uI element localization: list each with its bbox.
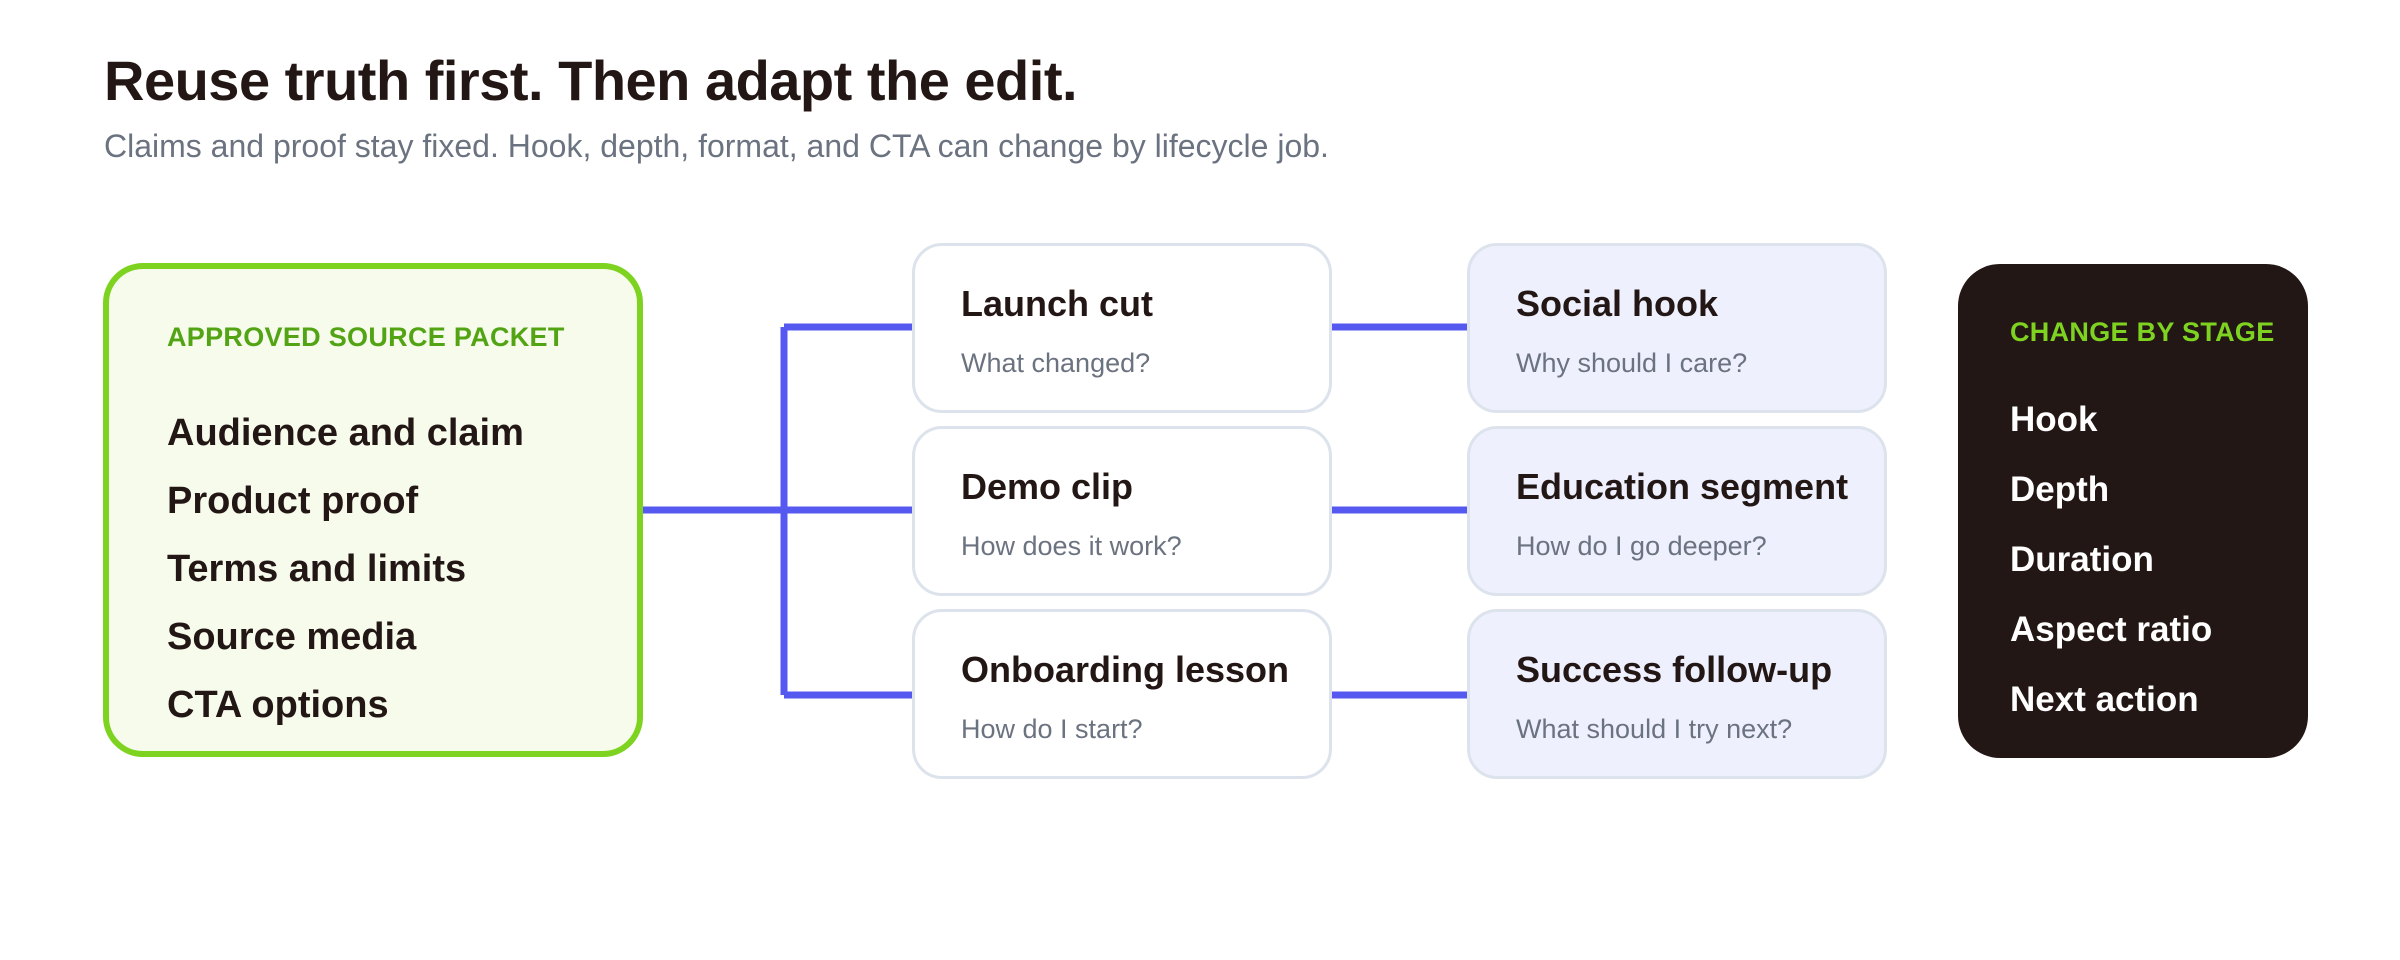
change-by-stage-panel: CHANGE BY STAGE Hook Depth Duration Aspe… [1958, 264, 2308, 758]
card-question: What should I try next? [1516, 714, 1793, 744]
stage-card-social-hook: Social hook Why should I care? [1467, 243, 1887, 413]
card-title: Demo clip [961, 466, 1134, 507]
card-question: How do I go deeper? [1516, 531, 1767, 561]
list-item: Audience and claim [167, 412, 524, 454]
stage-card-education-segment: Education segment How do I go deeper? [1467, 426, 1887, 596]
source-packet-heading: APPROVED SOURCE PACKET [167, 322, 565, 352]
card-title: Social hook [1516, 283, 1719, 324]
format-card-onboarding-lesson: Onboarding lesson How do I start? [912, 609, 1332, 779]
page-subtitle: Claims and proof stay fixed. Hook, depth… [104, 128, 1329, 164]
list-item: CTA options [167, 684, 389, 726]
change-by-stage-heading: CHANGE BY STAGE [2010, 317, 2275, 347]
list-item: Source media [167, 616, 417, 658]
card-question: Why should I care? [1516, 348, 1748, 378]
card-title: Success follow-up [1516, 649, 1833, 690]
approved-source-packet: APPROVED SOURCE PACKET Audience and clai… [103, 263, 643, 757]
list-item: Product proof [167, 480, 419, 522]
list-item: Terms and limits [167, 548, 467, 590]
card-title: Launch cut [961, 283, 1154, 324]
card-title: Onboarding lesson [961, 649, 1290, 690]
change-by-stage-list: Hook Depth Duration Aspect ratio Next ac… [2010, 398, 2212, 748]
list-item: Depth [2010, 470, 2110, 509]
list-item: Duration [2010, 540, 2154, 579]
list-item: Aspect ratio [2010, 610, 2213, 649]
list-item: Next action [2010, 680, 2199, 719]
stage-card-success-follow-up: Success follow-up What should I try next… [1467, 609, 1887, 779]
format-card-demo-clip: Demo clip How does it work? [912, 426, 1332, 596]
list-item: Hook [2010, 400, 2098, 439]
card-question: How do I start? [961, 714, 1143, 744]
card-question: What changed? [961, 348, 1151, 378]
source-packet-list: Audience and claim Product proof Terms a… [167, 411, 524, 751]
format-card-launch-cut: Launch cut What changed? [912, 243, 1332, 413]
card-question: How does it work? [961, 531, 1182, 561]
page-title: Reuse truth first. Then adapt the edit. [104, 49, 1078, 112]
card-title: Education segment [1516, 466, 1849, 507]
